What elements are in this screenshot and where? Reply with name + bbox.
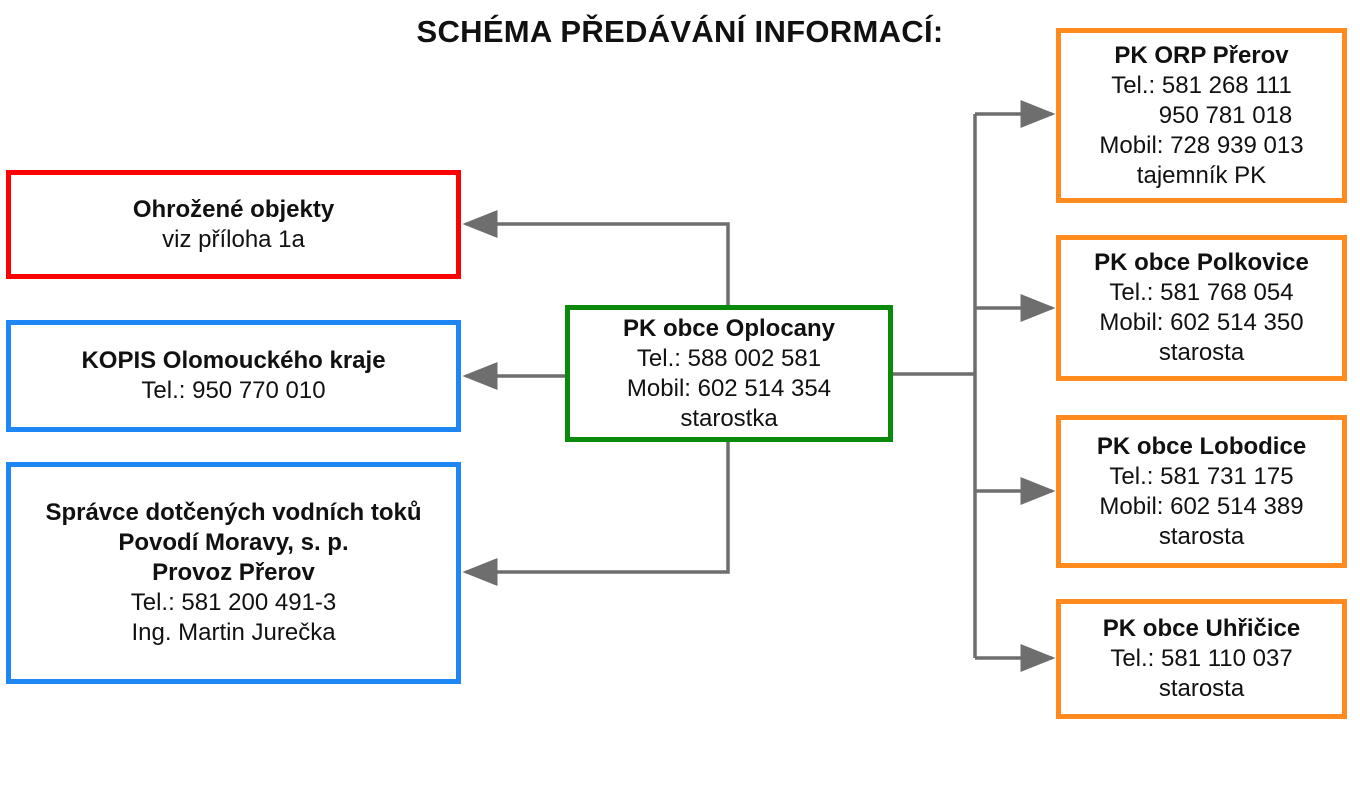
box-line: starosta	[1158, 339, 1245, 366]
arrow-to-spravce	[462, 442, 730, 586]
box-line: Tel.: 588 002 581	[636, 344, 822, 372]
box-line: Tel.: 581 110 037	[1110, 645, 1293, 672]
box-pk-oplocany: PK obce Oplocany Tel.: 588 002 581 Mobil…	[565, 305, 893, 442]
box-line: Tel.: 950 770 010	[141, 377, 326, 404]
box-pk-lobodice: PK obce Lobodice Tel.: 581 731 175 Mobil…	[1056, 415, 1347, 568]
box-pk-polkovice: PK obce Polkovice Tel.: 581 768 054 Mobi…	[1056, 235, 1347, 381]
box-line: starosta	[1158, 675, 1245, 702]
box-ohrozene-objekty: Ohrožené objekty viz příloha 1a	[6, 170, 461, 279]
box-line: Tel.: 581 268 111	[1111, 71, 1292, 99]
box-spravce-vodnich-toku: Správce dotčených vodních toků Povodí Mo…	[6, 462, 461, 684]
box-head: Ohrožené objekty	[132, 195, 335, 223]
box-line: 950 781 018	[1158, 101, 1293, 129]
box-head: PK obce Polkovice	[1094, 249, 1309, 276]
arrow-to-ohrozene	[462, 210, 730, 305]
box-head: PK ORP Přerov	[1114, 41, 1289, 69]
box-line: Tel.: 581 200 491-3	[130, 589, 337, 616]
box-line: tajemník PK	[1136, 161, 1267, 189]
box-head: PK obce Uhřičice	[1102, 615, 1301, 642]
box-head: Správce dotčených vodních toků	[45, 499, 422, 526]
box-line: Mobil: 602 514 389	[1099, 492, 1304, 520]
box-line: starosta	[1158, 522, 1245, 550]
box-line: starostka	[680, 404, 778, 432]
box-line: Mobil: 602 514 354	[626, 374, 832, 402]
box-line: Tel.: 581 768 054	[1109, 279, 1294, 306]
box-kopis: KOPIS Olomouckého kraje Tel.: 950 770 01…	[6, 320, 461, 432]
diagram-title: SCHÉMA PŘEDÁVÁNÍ INFORMACÍ:	[416, 14, 944, 49]
box-pk-uhricice: PK obce Uhřičice Tel.: 581 110 037 staro…	[1056, 599, 1347, 719]
box-head: Povodí Moravy, s. p.	[118, 529, 349, 556]
box-head: PK obce Oplocany	[622, 314, 836, 342]
box-head: Provoz Přerov	[152, 559, 315, 586]
box-line: viz příloha 1a	[162, 225, 305, 253]
box-line: Tel.: 581 731 175	[1109, 462, 1294, 490]
box-line: Mobil: 602 514 350	[1099, 309, 1304, 336]
box-line: Ing. Martin Jurečka	[131, 619, 336, 646]
box-head: KOPIS Olomouckého kraje	[81, 347, 386, 374]
box-line: Mobil: 728 939 013	[1099, 131, 1304, 159]
box-head: PK obce Lobodice	[1096, 432, 1307, 460]
box-pk-orp-prerov: PK ORP Přerov Tel.: 581 268 111 950 781 …	[1056, 28, 1347, 203]
